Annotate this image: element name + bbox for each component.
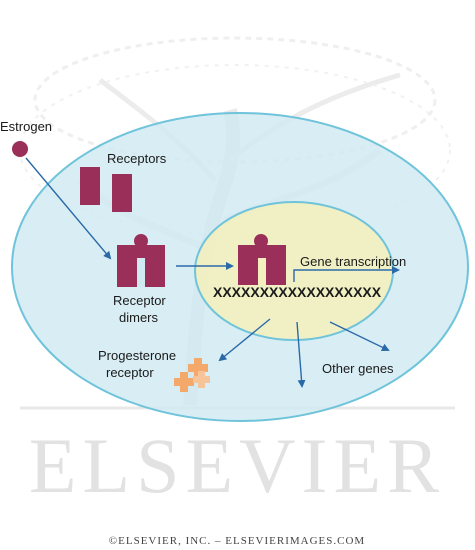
receptor-dimers-label-line2: dimers — [119, 310, 159, 325]
dna-sequence: XXXXXXXXXXXXXXXXXX — [213, 284, 382, 300]
arrow-to-other-genes — [329, 321, 390, 351]
receptor-dimer-nucleus — [238, 234, 286, 285]
receptor-dimer-cytoplasm — [117, 234, 165, 287]
gene-transcription-label: Gene transcription — [300, 254, 406, 269]
arrow-to-progesterone — [218, 318, 271, 362]
transcription-arrow — [293, 266, 400, 282]
watermark-logo-text: ELSEVIER — [29, 422, 445, 509]
other-genes-label: Other genes — [322, 361, 394, 376]
progesterone-receptor-shape — [174, 358, 210, 392]
progesterone-label-line2: receptor — [106, 365, 154, 380]
receptor-monomers — [80, 167, 132, 212]
progesterone-label-line1: Progesterone — [98, 348, 176, 363]
copyright-footer: ©ELSEVIER, INC. – ELSEVIERIMAGES.COM — [109, 535, 365, 547]
arrow-down — [296, 321, 306, 388]
estrogen-molecule — [12, 141, 28, 157]
arrow-estrogen-to-dimer — [25, 157, 112, 260]
estrogen-label: Estrogen — [0, 119, 52, 134]
receptor-dimers-label-line1: Receptor — [113, 293, 166, 308]
receptors-label: Receptors — [107, 151, 167, 166]
